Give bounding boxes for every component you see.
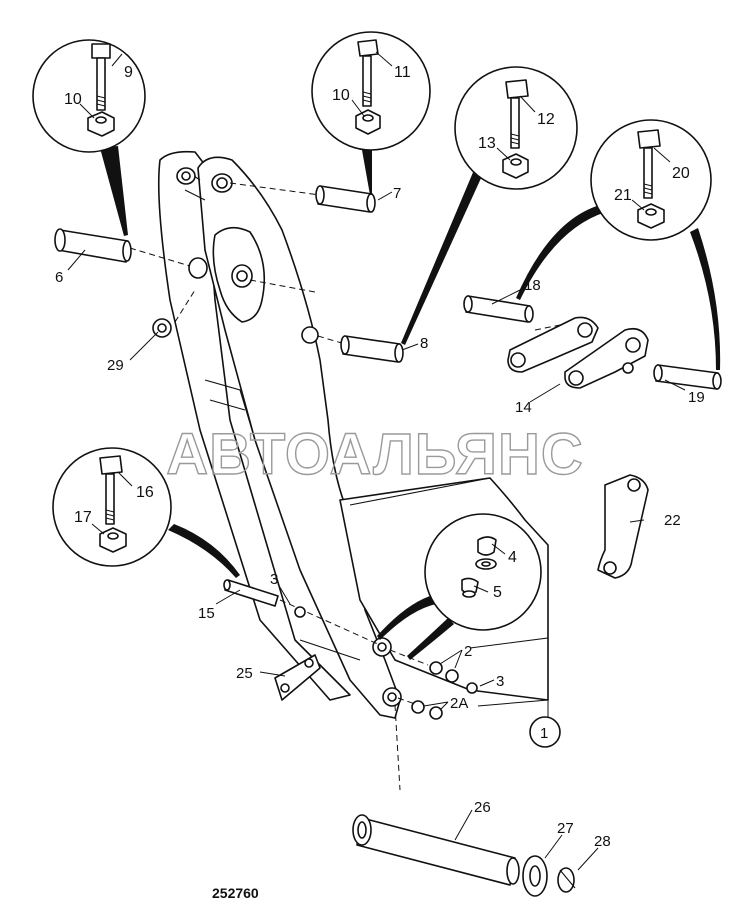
detail-grease-4-5 bbox=[377, 513, 542, 660]
callout-13: 13 bbox=[478, 135, 496, 152]
drawing-number: 252760 bbox=[212, 885, 259, 901]
callout-9: 9 bbox=[124, 64, 133, 81]
callout-20: 20 bbox=[672, 165, 690, 182]
callout-22: 22 bbox=[664, 512, 681, 529]
callout-3-upper: 3 bbox=[270, 571, 278, 588]
callout-18: 18 bbox=[524, 277, 541, 294]
callout-2: 2 bbox=[464, 643, 472, 660]
callout-27: 27 bbox=[557, 820, 574, 837]
detail-bolt-20-21 bbox=[516, 119, 721, 370]
callout-4: 4 bbox=[508, 549, 517, 566]
pin-18 bbox=[463, 295, 534, 323]
callout-17: 17 bbox=[74, 509, 92, 526]
detail-bolt-16-17 bbox=[52, 447, 240, 578]
clip-28 bbox=[557, 867, 576, 893]
callout-2a: 2A bbox=[450, 695, 468, 712]
watermark-text: АВТОАЛЬЯНС bbox=[166, 422, 583, 487]
pin-26 bbox=[352, 814, 520, 886]
callout-labels: 9 10 11 10 12 13 20 21 16 17 4 5 6 7 8 2… bbox=[55, 64, 705, 850]
leader-lines bbox=[67, 51, 686, 871]
pin-8 bbox=[340, 335, 404, 363]
callout-1: 1 bbox=[540, 725, 548, 742]
callout-25: 25 bbox=[236, 665, 253, 682]
callout-7: 7 bbox=[393, 185, 401, 202]
bushing-3-upper bbox=[294, 606, 306, 618]
washer-27 bbox=[522, 855, 548, 897]
callout-6: 6 bbox=[55, 269, 63, 286]
pin-15 bbox=[223, 579, 279, 607]
plate-25 bbox=[274, 654, 321, 701]
callout-26: 26 bbox=[474, 799, 491, 816]
callout-29: 29 bbox=[107, 357, 124, 374]
link-bracket-14 bbox=[507, 316, 649, 389]
callout-3-lower: 3 bbox=[496, 673, 504, 690]
bushing-3-lower bbox=[466, 682, 478, 694]
detail-bolt-11-10 bbox=[311, 31, 431, 195]
pin-6 bbox=[54, 228, 132, 263]
callout-19: 19 bbox=[688, 389, 705, 406]
assembly-callout-1 bbox=[529, 716, 561, 748]
alignment-lines bbox=[129, 182, 561, 791]
callout-12: 12 bbox=[537, 111, 555, 128]
callout-15: 15 bbox=[198, 605, 215, 622]
callout-11: 11 bbox=[394, 64, 411, 81]
callout-5: 5 bbox=[493, 584, 502, 601]
detail-bolt-9-10 bbox=[32, 39, 146, 236]
detail-bolt-12-13 bbox=[401, 66, 578, 345]
callout-16: 16 bbox=[136, 484, 154, 501]
callout-14: 14 bbox=[515, 399, 532, 416]
pin-7 bbox=[315, 185, 376, 213]
bushings-2a bbox=[411, 700, 443, 720]
callout-21: 21 bbox=[614, 187, 632, 204]
link-22 bbox=[597, 474, 649, 579]
bushings-2 bbox=[429, 661, 459, 683]
callout-8: 8 bbox=[420, 335, 428, 352]
pin-19 bbox=[653, 364, 722, 390]
callout-10-a: 10 bbox=[64, 91, 82, 108]
callout-28: 28 bbox=[594, 833, 611, 850]
callout-10-b: 10 bbox=[332, 87, 350, 104]
